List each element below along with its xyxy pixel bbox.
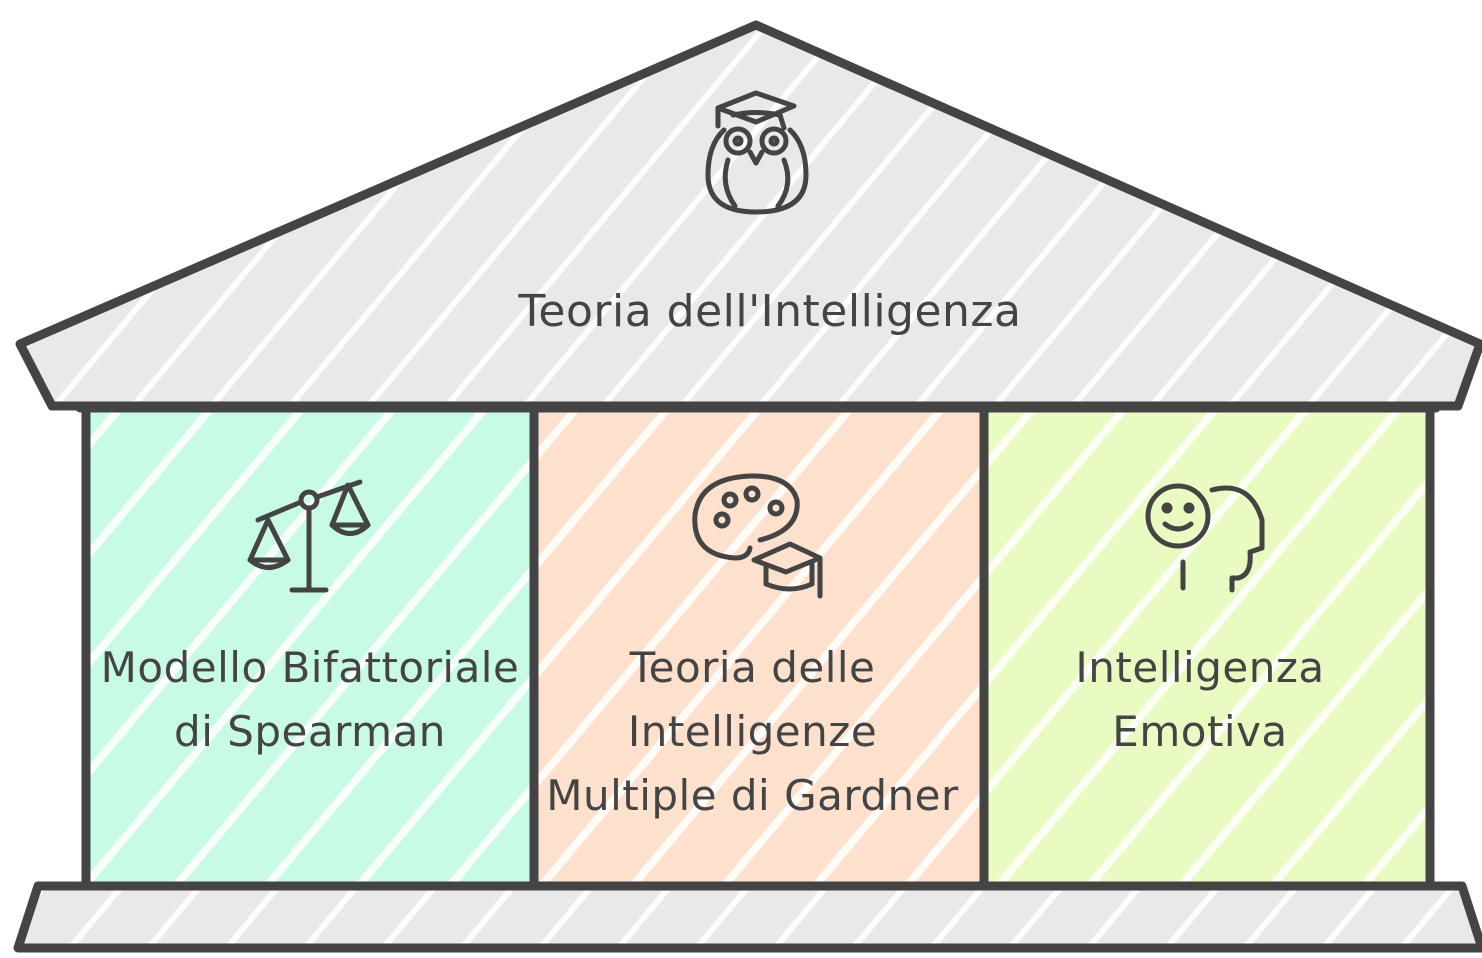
pillar-3-label: Intelligenza Emotiva [1075, 643, 1325, 756]
roof-title: Teoria dell'Intelligenza [518, 286, 1022, 337]
pillar-outlines [75, 403, 1441, 891]
pillar-2-label: Teoria delle Intelligenze Multiple di Ga… [546, 643, 959, 820]
pillar-1-panel [86, 410, 534, 886]
base [13, 881, 1482, 953]
roof [15, 20, 1482, 411]
palette-graduation-icon [692, 473, 823, 599]
pillar-3-panel [984, 410, 1430, 886]
base-shape [13, 881, 1482, 953]
pillar-1-label: Modello Bifattoriale di Spearman [100, 643, 520, 756]
roof-shape [15, 20, 1482, 411]
pillar-1 [86, 410, 534, 886]
smiley-head-icon [1145, 483, 1265, 593]
pillar-3 [984, 410, 1430, 886]
owl-graduate-icon [705, 90, 809, 215]
scale-balance-icon [247, 479, 371, 593]
